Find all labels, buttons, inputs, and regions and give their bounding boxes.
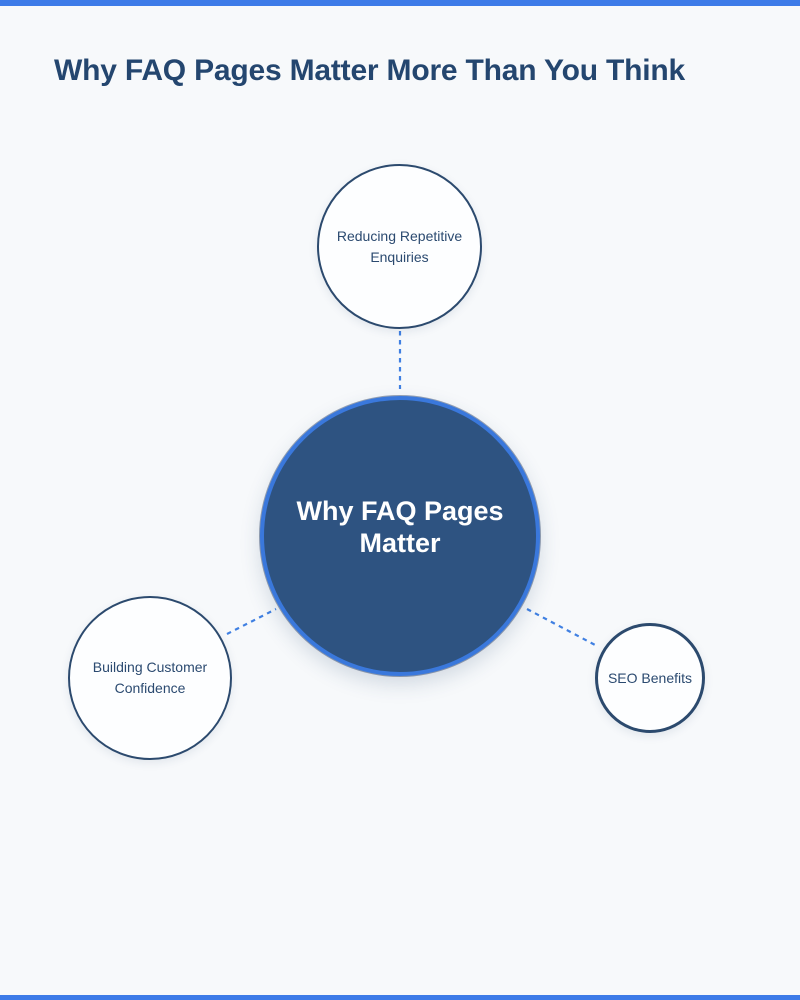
center-node: Why FAQ Pages Matter [260, 396, 540, 676]
node-label: Reducing Repetitive Enquiries [336, 227, 463, 265]
connector-left [226, 608, 277, 635]
top-accent-bar [0, 0, 800, 6]
node-reducing-repetitive-enquiries: Reducing Repetitive Enquiries [317, 164, 482, 329]
node-seo-benefits: SEO Benefits [595, 623, 705, 733]
connector-right [526, 608, 598, 647]
node-label: SEO Benefits [607, 669, 693, 686]
node-building-customer-confidence: Building Customer Confidence [68, 596, 232, 760]
node-label: Building Customer Confidence [92, 659, 208, 696]
page-title: Why FAQ Pages Matter More Than You Think [54, 54, 685, 88]
center-node-label: Why FAQ Pages Matter [296, 496, 504, 558]
bottom-accent-bar [0, 995, 800, 1000]
